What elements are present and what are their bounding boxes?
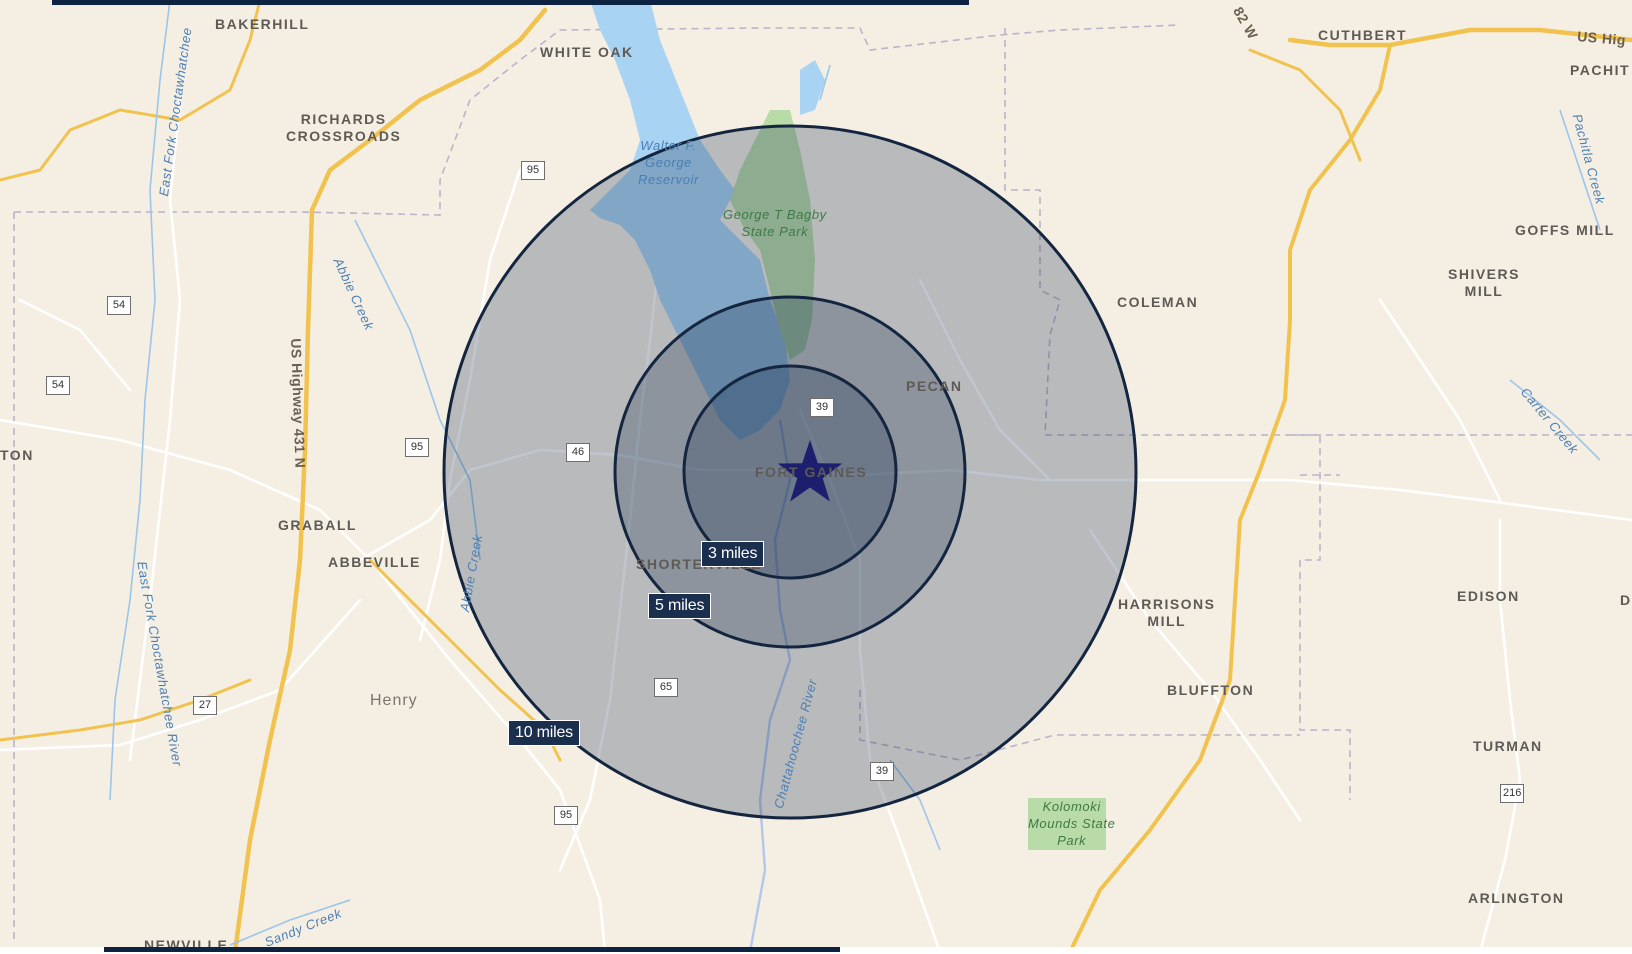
top-accent-bar [52,0,969,5]
water-label-reservoir: Walter F. George Reservoir [638,138,700,187]
route-shield-54: 54 [46,376,70,395]
minor-road [918,278,1052,482]
route-shield-54: 54 [107,296,131,315]
route-shield-95: 95 [521,161,545,180]
place-label-arlington: ARLINGTON [1468,890,1565,906]
highway-south-west [0,678,252,742]
place-label-abbeville: ABBEVILLE [328,554,421,570]
place-label-shivers-mill: SHIVERS MILL [1448,266,1520,299]
minor-road [128,98,182,762]
place-label-richards-crossroads: RICHARDS CROSSROADS [286,111,402,144]
highway-82 [1287,27,1632,48]
place-label-cuthbert: CUTHBERT [1318,27,1407,43]
place-label-fort-gaines: FORT GAINES [755,464,868,480]
place-label-pachit: PACHIT [1570,62,1631,78]
route-shield-39: 39 [810,398,834,417]
minor-road [418,168,522,642]
place-label-bluffton: BLUFFTON [1167,682,1255,698]
reservoir-water [590,0,790,440]
minor-road [558,248,662,872]
minor-road [18,298,132,392]
place-label-graball: GRABALL [278,517,357,533]
minor-road [1378,298,1502,502]
boundary-lines [13,24,1632,940]
highway-cuthbert-south [1068,43,1392,952]
route-shield-65: 65 [654,678,678,697]
place-label-ton: TON [0,447,34,463]
minor-road [1478,518,1522,952]
county-label-henry: Henry [370,692,418,709]
boundary-line [1004,28,1351,800]
place-label-edison: EDISON [1457,588,1520,604]
east-fork-choctawhatchee-line [109,0,171,801]
route-shield-46: 46 [566,443,590,462]
sandy-creek-line [229,899,351,946]
bottom-accent-bar [104,947,840,952]
route-shield-95: 95 [405,438,429,457]
place-label-turman: TURMAN [1473,738,1543,754]
place-label-bakerhill: BAKERHILL [215,16,310,32]
place-label-pecan: PECAN [906,378,963,394]
highway-ne-loop [1248,48,1362,162]
creek-line [819,64,831,101]
reservoir-arm [800,60,825,115]
waterways [109,0,1601,952]
park-label-kolomoki: Kolomoki Mounds State Park [1028,799,1116,848]
minor-road [798,408,942,952]
highway-west-loop [0,0,262,182]
minor-road [0,598,362,752]
route-shield-27: 27 [193,696,217,715]
ring-label-3-miles: 3 miles [701,541,765,567]
creek-line [889,759,941,851]
minor-road [0,418,607,952]
park-label-bagby: George T Bagby State Park [723,207,827,239]
route-shield-95: 95 [554,806,578,825]
minor-road [358,448,1632,562]
chattahoochee-line [748,419,792,952]
place-label-harrisons-mill: HARRISONS MILL [1118,596,1216,629]
minor-roads [0,98,1632,952]
place-label-d-edge: D [1620,592,1632,608]
ring-label-5-miles: 5 miles [648,593,712,619]
route-shield-216: 216 [1500,784,1525,803]
abbie-creek-line [354,219,481,561]
route-shield-39: 39 [870,762,894,781]
place-label-white-oak: WHITE OAK [540,44,634,60]
pachitla-creek-line [1559,109,1601,231]
ring-label-10-miles: 10 miles [508,720,580,746]
place-label-coleman: COLEMAN [1117,294,1199,310]
star-icon[interactable] [777,440,843,502]
kolomoki-park-area [1028,798,1106,850]
carter-creek-line [1509,379,1601,461]
place-label-goffs-mill: GOFFS MILL [1515,222,1615,238]
us-highway-431 [232,7,548,952]
minor-road [1088,528,1302,822]
boundary-line [14,24,1181,216]
